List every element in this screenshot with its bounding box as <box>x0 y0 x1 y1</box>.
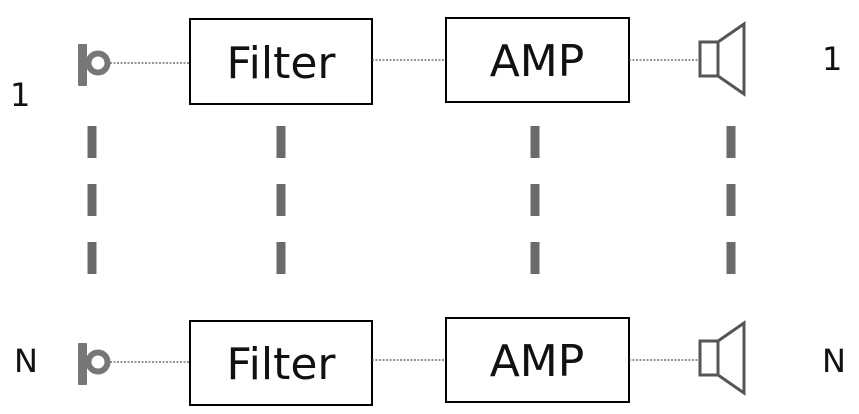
channel-n-amp-label: AMP <box>490 336 585 387</box>
channel-n-input-label: N <box>14 342 38 380</box>
channel-1-speaker-icon <box>698 21 746 97</box>
channel-1-input-label: 1 <box>10 76 30 114</box>
channel-n-microphone-icon <box>78 343 111 385</box>
channel-1-filter-box: Filter <box>189 18 373 105</box>
channel-1-amp-box: AMP <box>445 17 630 103</box>
channel-n-speaker-icon <box>698 320 746 396</box>
channel-n-filter-box: Filter <box>189 320 373 406</box>
channel-n-output-label: N <box>822 342 846 380</box>
channel-1-output-label: 1 <box>822 40 842 78</box>
channel-1-amp-label: AMP <box>490 36 585 87</box>
channel-n-amp-box: AMP <box>445 317 630 403</box>
channel-1-microphone-icon <box>78 44 111 86</box>
channel-1-filter-label: Filter <box>227 38 337 89</box>
channel-n-row: N Filter AMP N <box>14 317 846 406</box>
channel-n-filter-label: Filter <box>227 339 337 390</box>
channel-continuation-dashes <box>87 126 736 282</box>
channel-1-row: 1 Filter AMP 1 <box>10 17 842 114</box>
